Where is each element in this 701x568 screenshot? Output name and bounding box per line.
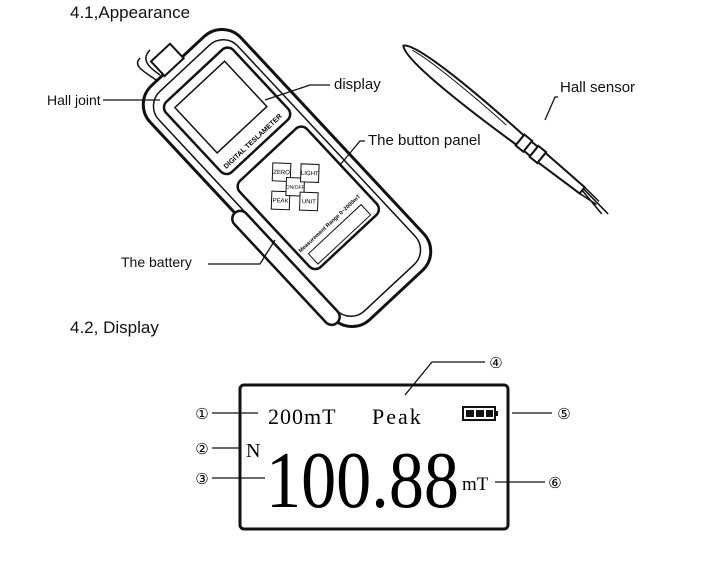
- callout-6: ⑥: [548, 474, 561, 492]
- section-title-appearance: 4.1,Appearance: [70, 3, 191, 22]
- device-button-peak: PEAK: [272, 198, 288, 205]
- battery-icon: [462, 406, 498, 421]
- device-button-light: LIGHT: [301, 171, 319, 178]
- lcd-unit: mT: [462, 474, 489, 495]
- section-title-display: 4.2, Display: [70, 318, 159, 337]
- lcd-polarity: N: [246, 440, 260, 462]
- lcd-mode: Peak: [372, 404, 423, 429]
- teslameter-device: DIGITAL TESLAMETER ZERO PEAK ON/OFF LIGH…: [141, 27, 433, 329]
- device-button-zero: ZERO: [273, 170, 290, 177]
- lcd-frame: [238, 383, 510, 531]
- callout-2: ②: [195, 440, 208, 458]
- lcd-range: 200mT: [268, 404, 337, 429]
- callout-4: ④: [489, 354, 502, 372]
- callout-1: ①: [195, 405, 208, 423]
- device-button-panel: [236, 125, 381, 271]
- lcd-diagram: ① ② ③ ④ ⑤ ⑥ 200mT Peak N 100.88 mT: [195, 354, 571, 531]
- device-battery-grip: [231, 209, 341, 327]
- label-display: display: [334, 76, 381, 93]
- label-hall-joint: Hall joint: [47, 92, 101, 108]
- label-button-panel: The button panel: [368, 132, 481, 149]
- device-display-window: [162, 46, 292, 176]
- hall-sensor-probe: [402, 44, 609, 215]
- callout-3: ③: [195, 470, 208, 488]
- label-battery: The battery: [121, 254, 192, 270]
- callout-5: ⑤: [557, 405, 570, 423]
- device-button-onoff: ON/OFF: [286, 184, 305, 191]
- lcd-reading: 100.88: [266, 437, 459, 525]
- device-button-unit: UNIT: [302, 199, 317, 205]
- label-hall-sensor: Hall sensor: [560, 79, 636, 96]
